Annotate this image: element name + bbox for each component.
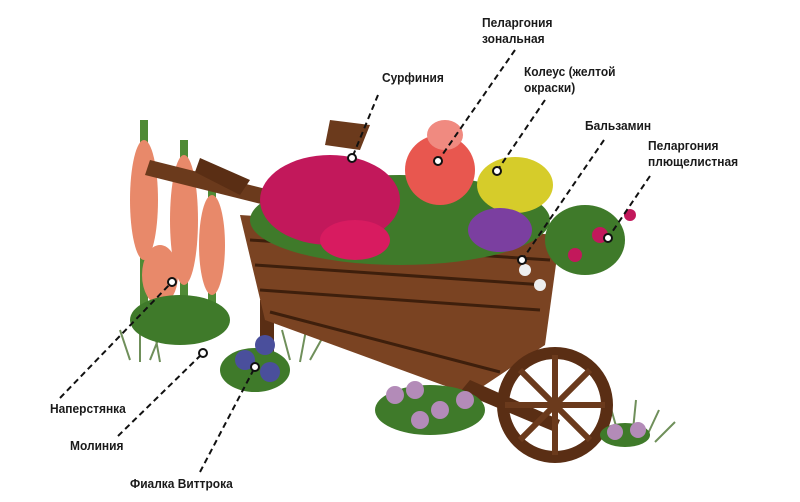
label-viola: Фиалка Виттрока xyxy=(130,476,233,491)
foxglove-plant xyxy=(130,120,230,345)
label-balsam: Бальзамин xyxy=(585,118,652,133)
leader-line-pelargonium-ivy xyxy=(607,175,651,239)
marker-dot-coleus xyxy=(492,166,502,176)
marker-dot-foxglove xyxy=(167,277,177,287)
leader-line-foxglove xyxy=(59,281,173,399)
grass-clumps xyxy=(119,327,676,443)
marker-dots xyxy=(167,153,613,372)
leader-line-molinia xyxy=(117,352,204,437)
marker-dot-pelargonium-zonal xyxy=(433,156,443,166)
label-surfinia: Сурфиния xyxy=(382,70,444,85)
label-molinia: Молиния xyxy=(70,438,124,453)
barrow-flowers xyxy=(250,120,636,291)
marker-dot-molinia xyxy=(198,348,208,358)
label-foxglove: Наперстянка xyxy=(50,401,126,416)
wheel xyxy=(497,347,613,463)
marker-dot-viola xyxy=(250,362,260,372)
balsam-flower xyxy=(519,264,531,276)
leader-line-pelargonium-zonal xyxy=(437,49,516,162)
leader-lines xyxy=(59,49,651,473)
label-pelargonium-zonal: Пеларгония зональная xyxy=(482,15,553,46)
marker-dot-pelargonium-ivy xyxy=(603,233,613,243)
leader-line-surfinia xyxy=(351,94,379,159)
label-coleus: Колеус (желтой окраски) xyxy=(524,64,616,95)
marker-dot-balsam xyxy=(517,255,527,265)
coleus-foliage xyxy=(477,157,553,213)
marker-dot-surfinia xyxy=(347,153,357,163)
label-pelargonium-ivy: Пеларгония плющелистная xyxy=(648,138,739,169)
wheelbarrow xyxy=(145,120,613,463)
leader-line-coleus xyxy=(496,99,546,172)
leader-line-balsam xyxy=(521,139,605,261)
pelargonium-zonal-flowers xyxy=(405,135,475,205)
